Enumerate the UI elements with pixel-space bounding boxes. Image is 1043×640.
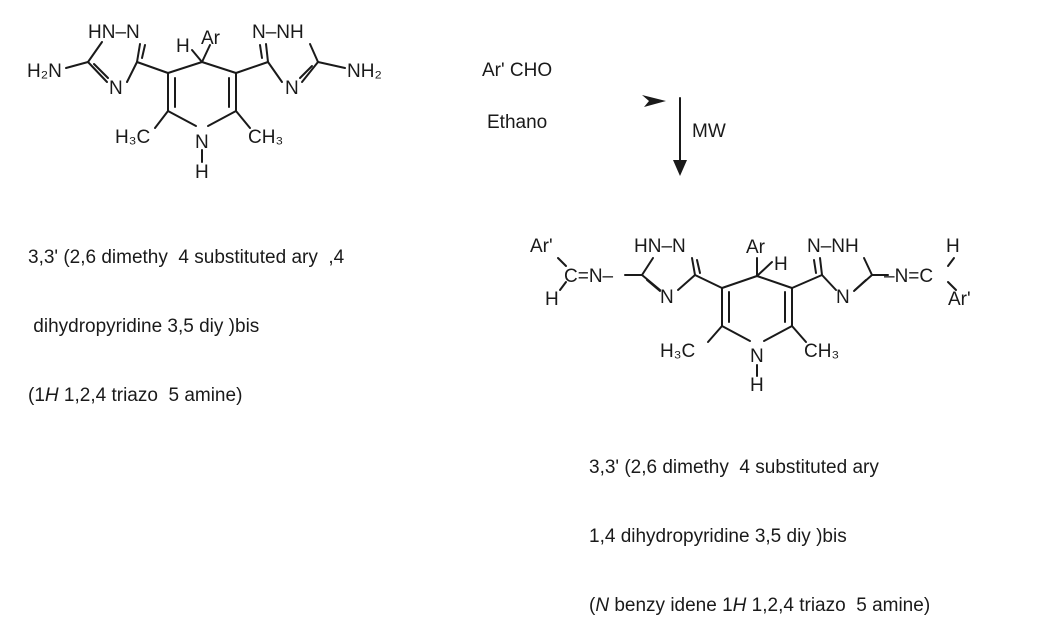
reactant-h-top-label: H [176,36,190,57]
reactant-hn-n-label: HN–N [88,22,140,43]
reactant-ring-n-label: N [195,132,209,153]
product-hn-n-label: HN–N [634,236,686,257]
product-h3c-label: H₃C [660,341,695,362]
product-triazole-n-left: N [660,287,674,308]
product-triazole-n-right: N [836,287,850,308]
reactant-triazole-n-left: N [109,78,123,99]
product-ar-prime-right: Ar' [948,289,971,310]
product-n-eq-c-label: –N=C [884,266,933,287]
reactant-pyridine-ring [154,44,251,163]
reactant-ch3-label: CH₃ [248,127,283,148]
reactant-n-nh-label: N–NH [252,22,304,43]
product-c-eq-n-label: C=N– [564,266,614,287]
reactant-structure: HN–N N H₂N H Ar N–NH N NH₂ H₃C CH₃ N H [27,22,382,183]
reagent-label: Ar' CHO [482,60,552,81]
product-caption-line-2: 1,4 dihydropyridine 3,5 diy )bis [589,526,847,547]
reactant-caption-line-2: dihydropyridine 3,5 diy )bis [28,316,260,337]
reactant-caption-line-1: 3,3' (2,6 dimethy 4 substituted ary ,4 [28,247,345,268]
reactant-name-caption: 3,3' (2,6 dimethy 4 substituted ary ,4 d… [28,200,344,430]
reactant-h3c-label: H₃C [115,127,150,148]
reactant-left-triazole [65,41,169,83]
arrowhead-small-icon [642,95,666,107]
product-h-top-label: H [774,254,788,275]
product-structure: Ar' C=N– H HN–N N Ar H N–NH N –N=C H Ar'… [530,236,971,396]
product-ch3-label: CH₃ [804,341,839,362]
product-ring-h-label: H [750,375,764,396]
product-name-caption: 3,3' (2,6 dimethy 4 substituted ary 1,4 … [589,410,930,640]
solvent-label: Ethano [487,112,547,133]
product-left-imine [557,257,567,291]
reactant-triazole-n-right: N [285,78,299,99]
product-n-nh-label: N–NH [807,236,859,257]
arrow-down-icon [673,160,687,176]
reactant-ring-h-label: H [195,162,209,183]
product-caption-line-3: (N benzy idene 1H 1,2,4 triazo 5 amine) [589,595,931,616]
reactant-caption-line-3: (1H 1,2,4 triazo 5 amine) [28,385,243,406]
product-ar-label: Ar [746,237,766,258]
product-caption-line-1: 3,3' (2,6 dimethy 4 substituted ary [589,457,879,478]
reactant-ar-label: Ar [201,28,221,49]
reaction-conditions: Ar' CHO Ethano MW [482,60,726,176]
product-h-left-label: H [545,289,559,310]
reactant-right-triazole [235,43,346,83]
reactant-nh2-label: NH₂ [347,61,382,82]
product-right-imine [947,257,957,291]
product-ring-n-label: N [750,346,764,367]
energy-label: MW [692,121,726,142]
product-right-triazole [791,257,889,292]
product-left-triazole [624,257,723,292]
product-pyridine-ring [707,257,807,377]
product-h-right-label: H [946,236,960,257]
product-ar-prime-left: Ar' [530,236,553,257]
reactant-h2n-label: H₂N [27,61,62,82]
reaction-scheme: HN–N N H₂N H Ar N–NH N NH₂ H₃C CH₃ N H A… [27,22,971,396]
